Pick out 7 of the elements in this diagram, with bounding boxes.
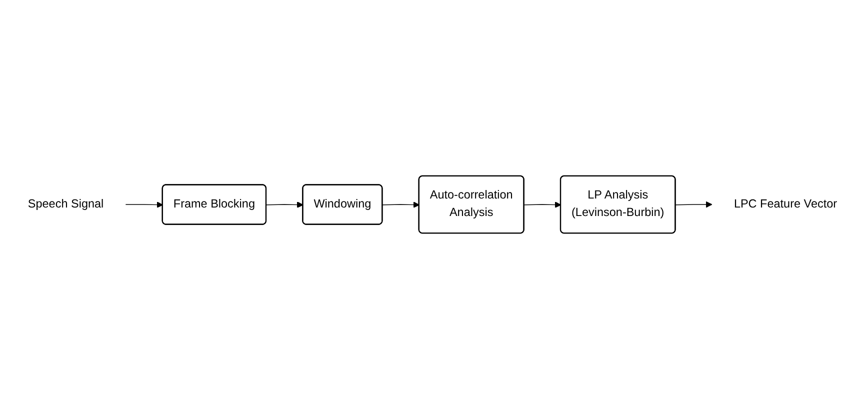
node-text: Speech Signal [28,197,104,210]
arrow [266,201,304,208]
arrow [382,201,420,208]
arrow [524,201,562,208]
arrow [125,201,164,208]
node-text: LPC Feature Vector [734,197,838,210]
arrow [675,200,712,208]
